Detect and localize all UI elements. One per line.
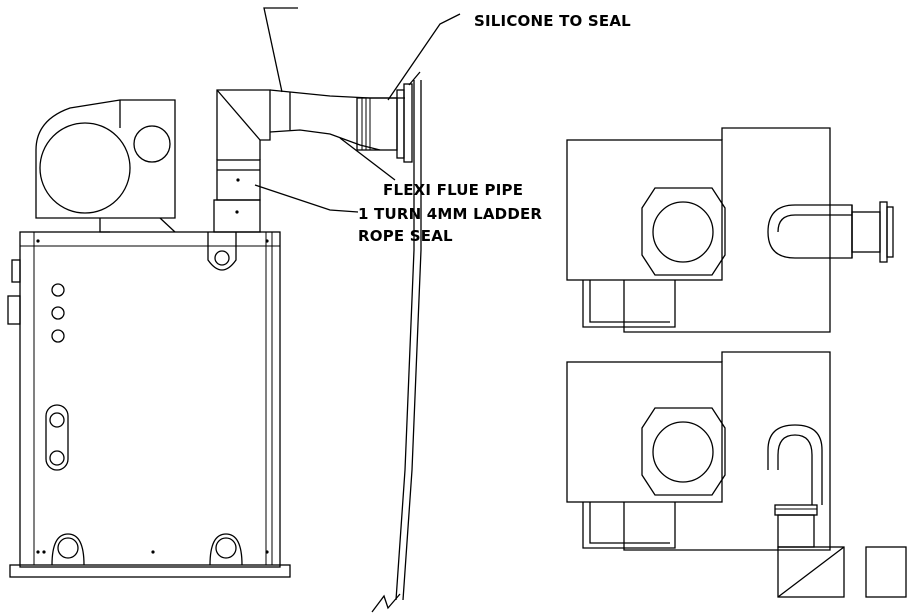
plan-view-bottom	[566, 351, 907, 598]
boiler-side-elevation	[7, 71, 422, 613]
fan-housing	[35, 99, 176, 233]
label-flexi-flue-pipe: FLEXI FLUE PIPE	[383, 181, 523, 199]
flexi-flue-pipe	[269, 83, 413, 163]
label-rope-seal-line1: 1 TURN 4MM LADDER	[358, 205, 542, 223]
label-silicone-to-seal: SILICONE TO SEAL	[474, 12, 631, 30]
leader-lines	[254, 7, 461, 213]
boiler-body	[7, 231, 291, 578]
flue-vertical-section	[213, 89, 271, 233]
label-rope-seal-line2: ROPE SEAL	[358, 227, 453, 245]
plan-view-top	[566, 127, 894, 333]
wall-section	[371, 71, 422, 613]
